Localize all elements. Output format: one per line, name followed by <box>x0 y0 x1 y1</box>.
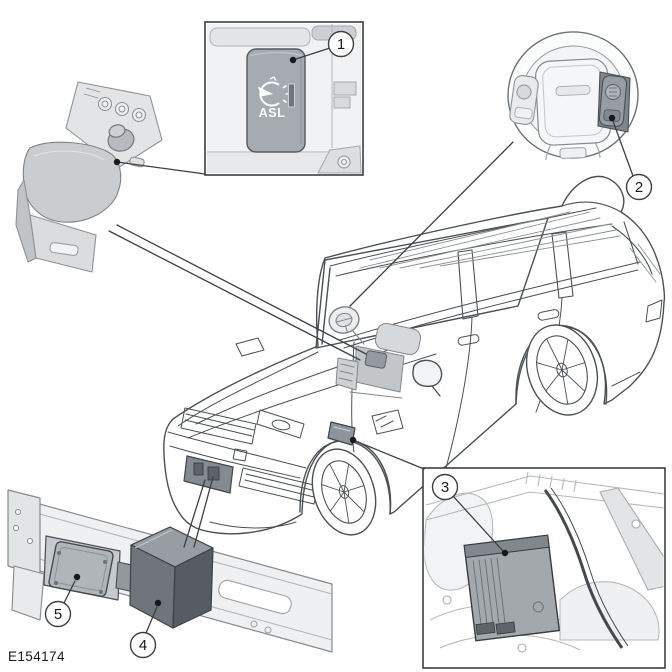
callout-3: 3 <box>431 473 509 557</box>
front-wheel <box>311 448 377 536</box>
callout-4: 4 <box>129 599 162 659</box>
pillars <box>457 221 653 320</box>
asl-switch-inset: ASL <box>204 21 364 176</box>
bumper-radar-area <box>183 455 234 494</box>
callout-4-dot <box>154 599 162 607</box>
front-door-handle <box>457 334 480 346</box>
interior-steering-wheel <box>328 306 360 334</box>
front-emblem <box>232 448 248 462</box>
radar-sensor-module <box>43 535 147 601</box>
engine-bay-art <box>424 471 664 653</box>
figure-code-label: E154174 <box>8 649 65 664</box>
fender-control-module <box>327 421 356 446</box>
headlamp-lens <box>271 419 291 431</box>
engine-control-module <box>463 534 561 642</box>
lower-rim-plate <box>559 147 587 159</box>
leader-console-to-inset1 <box>116 161 206 175</box>
callout-3-dot <box>501 549 509 557</box>
callout-3-number: 3 <box>441 479 449 496</box>
wiring-harness <box>543 489 624 649</box>
callout-3-circle <box>431 473 459 501</box>
callout-2-number: 2 <box>635 179 643 196</box>
grille <box>180 407 257 445</box>
hood-lines <box>177 337 437 439</box>
beam-slot <box>218 579 292 615</box>
leader-lines <box>108 141 514 548</box>
callout-1-number: 1 <box>337 36 345 53</box>
callout-4-number: 4 <box>139 637 147 654</box>
roof-lines <box>329 207 641 349</box>
console-slot <box>49 242 79 256</box>
rear-door-handle <box>537 309 560 321</box>
callout-2: 2 <box>608 114 653 201</box>
tail-lines <box>611 299 663 387</box>
beam-lower-bracket <box>11 565 45 621</box>
left-switch-pod <box>509 75 539 125</box>
leader-console-to-vehicle <box>108 224 367 361</box>
shifter-knob <box>108 124 126 138</box>
interior-console <box>335 322 422 399</box>
leader-fender-to-inset3 <box>352 439 425 470</box>
callout-1: 1 <box>289 30 355 64</box>
bumper-beam-assembly <box>7 489 333 653</box>
steering-column <box>351 329 365 345</box>
callout-5-circle <box>44 600 72 628</box>
side-mirror <box>412 359 443 397</box>
callout-5: 5 <box>44 573 81 628</box>
center-console-illustration <box>15 81 163 273</box>
asl-switch-button: ASL <box>246 48 306 153</box>
cruise-switch-pod <box>597 71 631 133</box>
engine-bay-inset <box>422 467 666 669</box>
callout-1-circle <box>327 30 355 58</box>
callout-5-number: 5 <box>54 606 62 623</box>
callouts: 1 2 3 4 5 <box>44 30 653 659</box>
leader-dot-fender <box>349 436 357 444</box>
callout-4-circle <box>129 631 157 659</box>
rear-spoiler <box>561 201 622 213</box>
leader-dot-console <box>113 158 121 166</box>
callout-2-circle <box>625 173 653 201</box>
callout-1-dot <box>289 56 297 64</box>
callout-2-dot <box>608 114 616 122</box>
leader-wheel-to-vehicle <box>349 141 514 307</box>
fender-vent <box>371 409 404 435</box>
callout-5-dot <box>73 573 81 581</box>
rear-wheel <box>525 324 599 416</box>
speed-limiter-icon <box>258 76 290 107</box>
bumper-lines <box>167 431 345 529</box>
vehicle-illustration <box>163 175 666 536</box>
steering-wheel-illustration <box>507 31 639 161</box>
console-upper-deck <box>65 81 163 169</box>
headlamp <box>256 409 305 439</box>
leader-bumper-to-beam <box>183 476 214 548</box>
asl-indicator-lamp <box>288 83 295 108</box>
asl-button-label: ASL <box>259 106 286 120</box>
beam-end-plate <box>7 489 41 577</box>
roof-hatch-lines <box>359 211 661 283</box>
module-cover-box <box>129 526 214 629</box>
pad-slot <box>555 84 591 97</box>
